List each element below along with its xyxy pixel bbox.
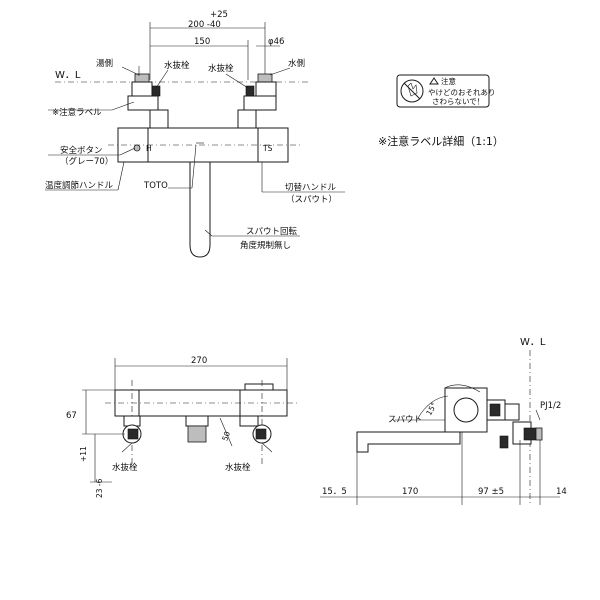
nut-mark-h: H [146,144,152,153]
label-pj12: PJ1/2 [540,401,561,411]
dim-front-67: 67 [66,411,77,421]
label-temp-handle: 温度調節ハンドル [45,180,114,191]
caution-line1: やけどのおそれあり [428,88,496,97]
caution-label-detail: 注意 やけどのおそれあり さわらないで！ ※注意ラベル詳細（1:1） [378,74,504,148]
label-spout: スパウト [388,415,422,425]
label-switch-handle-sub: （スパウト） [286,194,337,205]
label-drain-plug-left: 水抜栓 [164,60,190,71]
label-switch-handle: 切替ハンドル [285,182,337,193]
dim-front-tol-2: 23 -6 [95,478,104,498]
dim-side-155: 15．5 [322,487,347,497]
dim-top-plus25: +25 [210,10,228,20]
dim-side-97: 97 ±5 [478,487,504,497]
dim-side-14: 14 [556,487,567,497]
top-view: +25 200 -40 150 φ46 W．L H TS 湯側 [45,10,345,258]
label-cold-side: 水側 [288,58,305,69]
label-drain-plug-right: 水抜栓 [208,63,234,74]
wl-top-label: W．L [55,70,81,81]
label-safety-button-color: （グレー70） [60,156,113,167]
label-spout-rotation: スパウト回転 [246,227,298,237]
dim-front-270: 270 [191,356,207,366]
label-caution-label: ※注意ラベル [52,107,102,118]
side-view: W．L 15° スパウト PJ1/2 15．5 170 97 ±5 14 [320,337,567,505]
caution-line2: さわらないで！ [432,97,484,106]
label-safety-button: 安全ボタン [60,145,103,156]
dim-top-150: 150 [194,37,210,47]
dim-top-200: 200 -40 [188,20,221,30]
nut-mark-ts: TS [262,144,273,153]
front-view: 270 67 +11 23 -6 50 水抜栓 水抜栓 [66,356,300,498]
label-hot-side: 湯側 [96,58,113,69]
label-drain-bottom-left: 水抜栓 [112,462,138,473]
label-spout-rotation-limit: 角度規制無し [240,240,291,251]
wl-side-label: W．L [520,337,546,348]
caution-detail-caption: ※注意ラベル詳細（1:1） [378,134,504,148]
dim-front-tol-1: +11 [79,446,88,462]
label-drain-bottom-right: 水抜栓 [225,462,251,473]
dim-side-170: 170 [402,487,418,497]
dim-side-angle: 15° [424,401,439,417]
caution-title: 注意 [441,76,456,86]
label-toto: TOTO [143,181,168,191]
dim-dia46: φ46 [268,37,284,47]
dim-front-50: 50 [220,430,232,442]
